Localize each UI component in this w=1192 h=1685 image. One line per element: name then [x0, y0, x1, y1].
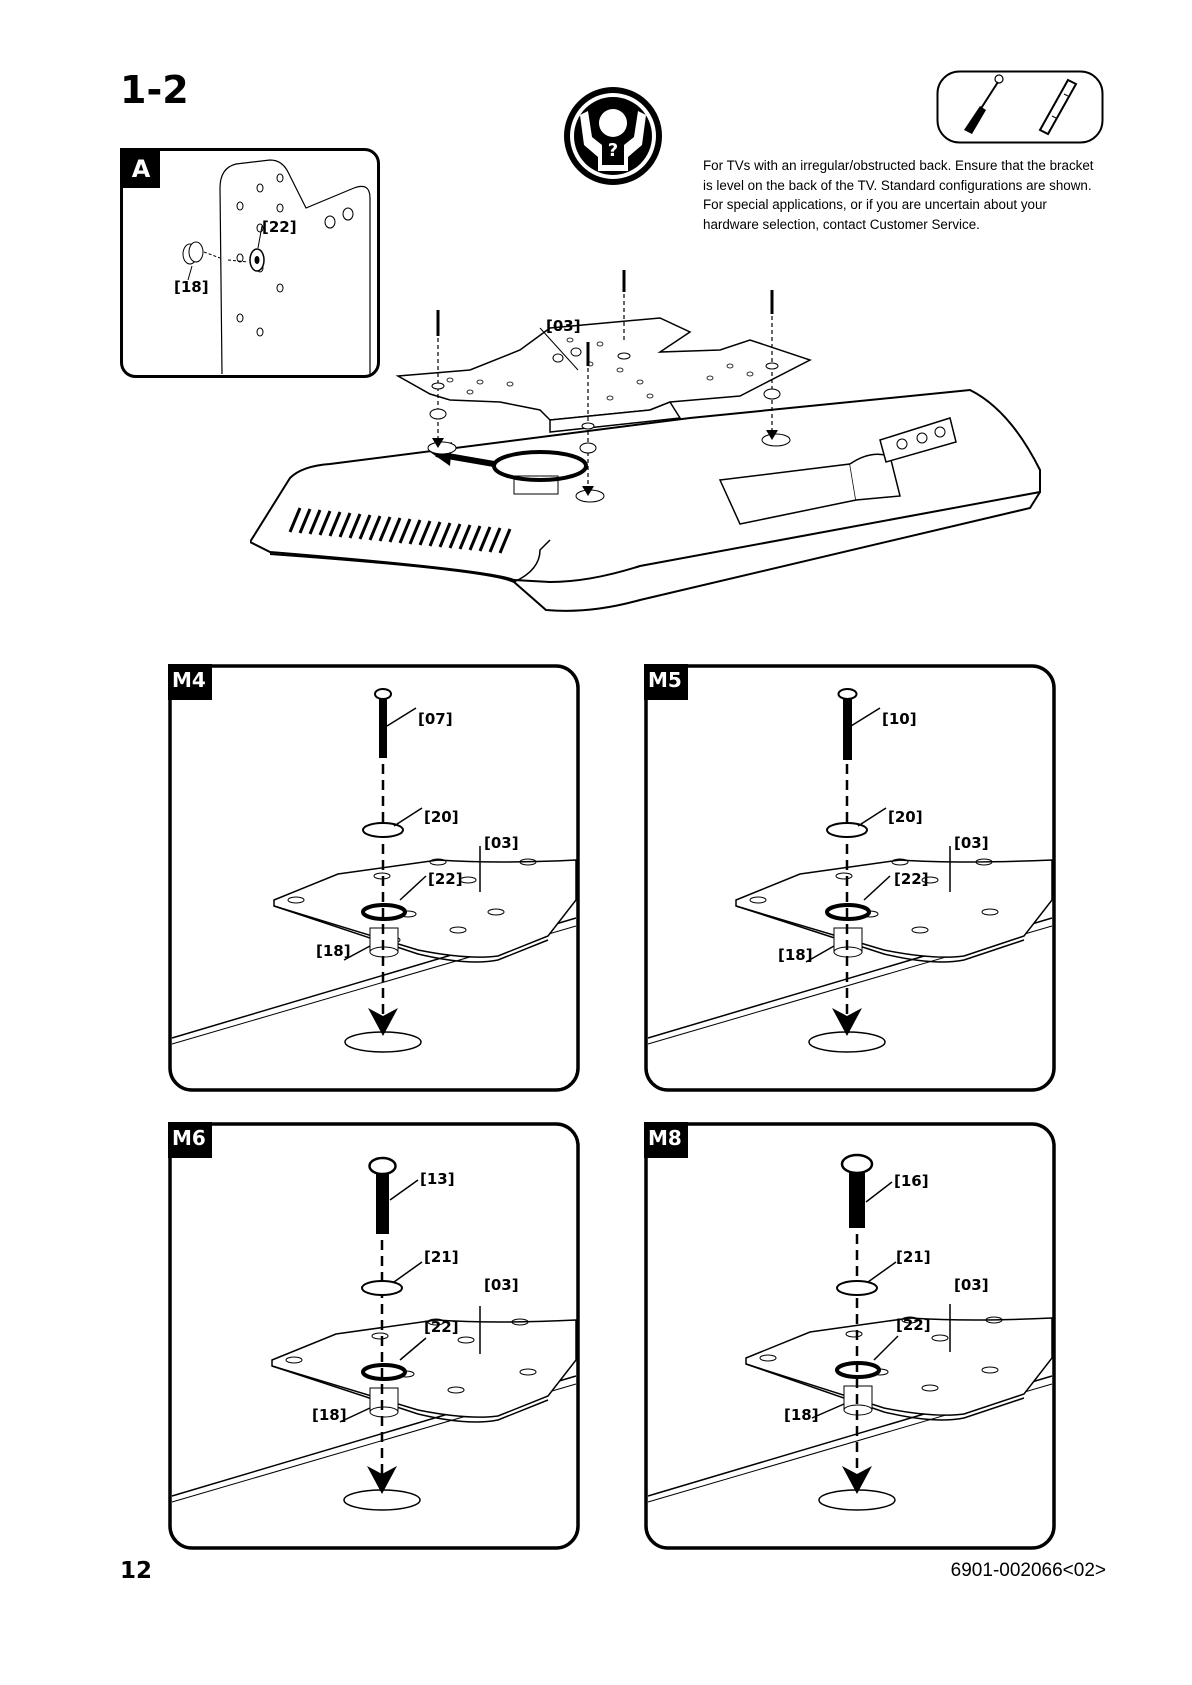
detail-a-label: A — [131, 155, 151, 183]
plate-callout: [03] — [954, 834, 989, 852]
screw-callout: [07] — [418, 710, 453, 728]
screw-head — [840, 1153, 874, 1175]
bracket-washer-callout: [22] — [896, 1316, 931, 1334]
wrench-icon — [1038, 78, 1078, 136]
washer-part — [361, 1280, 403, 1296]
detail-a-washer-callout: [22] — [262, 218, 297, 236]
instruction-note: For TVs with an irregular/obstructed bac… — [703, 158, 1094, 232]
panel-m8: M8 [16] [21] [03] [22] [18] — [644, 1122, 1056, 1550]
bracket-washer-part — [361, 1363, 407, 1381]
screw-callout: [13] — [420, 1170, 455, 1188]
screw-shaft — [376, 1170, 389, 1234]
help-person-icon: ? — [564, 87, 662, 185]
screw-head — [368, 1156, 397, 1176]
screw-head — [374, 688, 392, 700]
screw-shaft — [849, 1168, 865, 1228]
spacer-callout: [18] — [778, 946, 813, 964]
washer-part — [826, 822, 868, 838]
svg-text:?: ? — [608, 140, 618, 161]
washer-callout: [21] — [896, 1248, 931, 1266]
tv-back-overview — [250, 270, 1041, 612]
screwdriver-and-wrench-icon — [936, 70, 1104, 144]
washer-part — [362, 822, 404, 838]
screw-callout: [10] — [882, 710, 917, 728]
spacer-part — [182, 241, 204, 265]
screwdriver-icon — [964, 74, 1004, 134]
panel-m5: M5 [10] [20] [03] [22] [18] — [644, 664, 1056, 1092]
bracket-washer-callout: [22] — [894, 870, 929, 888]
screw-callout: [16] — [894, 1172, 929, 1190]
plate-callout: [03] — [954, 1276, 989, 1294]
detail-a-label-bg — [120, 148, 160, 188]
detail-a-panel — [120, 148, 380, 378]
panel-m4: M4 [07] [20] [03] [22] [18] — [168, 664, 580, 1092]
spacer-callout: [18] — [312, 1406, 347, 1424]
screw-shaft — [379, 694, 387, 758]
washer-callout: [20] — [888, 808, 923, 826]
panel-label: M6 — [172, 1126, 206, 1150]
plate-callout: [03] — [484, 834, 519, 852]
plate-callout: [03] — [484, 1276, 519, 1294]
document-code: 6901-002066<02> — [950, 1560, 1106, 1581]
spacer-callout: [18] — [784, 1406, 819, 1424]
bracket-washer-callout: [22] — [424, 1318, 459, 1336]
detail-a-spacer-callout: [18] — [174, 278, 209, 296]
washer-callout: [21] — [424, 1248, 459, 1266]
panel-label: M8 — [648, 1126, 682, 1150]
washer-callout: [20] — [424, 808, 459, 826]
panel-label: M4 — [172, 668, 206, 692]
step-title: 1-2 — [120, 68, 189, 112]
washer-part — [836, 1280, 878, 1296]
screw-shaft — [843, 696, 852, 760]
screw-head — [837, 688, 858, 700]
spacer-callout: [18] — [316, 942, 351, 960]
overview-bracket-callout: [03] — [546, 317, 581, 335]
bracket-washer-callout: [22] — [428, 870, 463, 888]
panel-m6: M6 [13] [21] [03] [22] [18] — [168, 1122, 580, 1550]
panel-label: M5 — [648, 668, 682, 692]
page-number: 12 — [120, 1558, 153, 1584]
